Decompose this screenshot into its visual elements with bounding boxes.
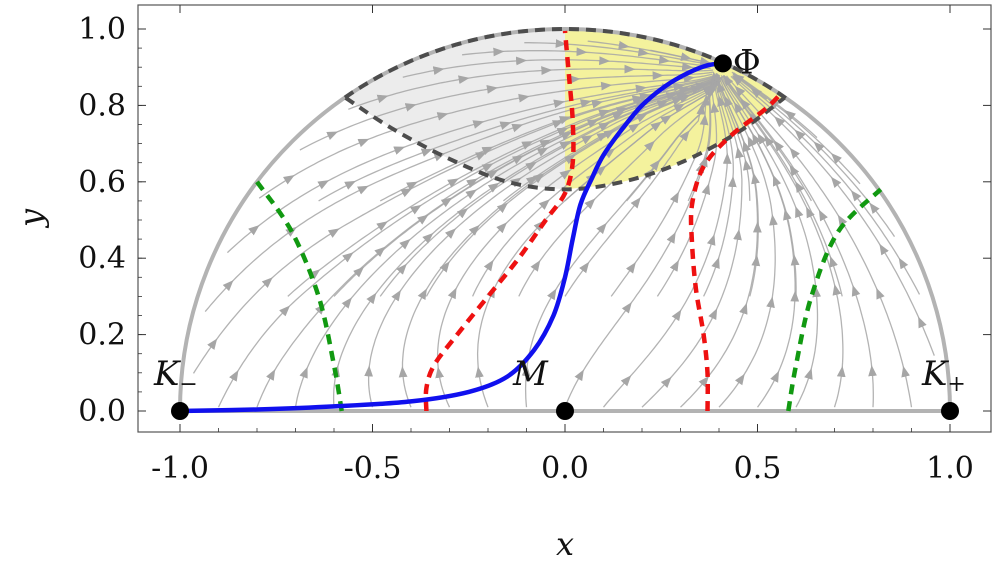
y-tick-label: 0.2 [78,318,126,353]
stream-line [587,40,711,64]
stream-line [720,75,819,408]
critical-point [941,402,959,420]
stream-line [715,72,751,201]
x-tick-label: 1.0 [926,451,974,486]
x-tick-label: -0.5 [344,451,402,486]
critical-point-name: K [921,354,950,394]
dashed-lens-boundary [344,96,786,192]
critical-point-subscript: − [179,372,197,397]
y-tick-label: 0.8 [78,88,126,123]
y-tick-label: 1.0 [78,12,126,47]
stream-line [299,71,714,151]
stream-line [602,74,728,408]
critical-point-name: M [512,354,549,394]
stream-line [730,75,935,356]
stream-line [258,73,713,199]
critical-point-name: Φ [733,42,761,82]
critical-point [556,402,574,420]
stream-line [564,76,721,408]
y-axis-title: y [12,208,50,229]
critical-point-subscript: + [947,372,965,397]
stream-line [318,74,718,202]
green-dashed-curve [255,180,344,412]
stream-line [402,59,711,78]
green-dashed-curve [786,187,883,412]
unit-circle-boundary [178,27,952,412]
stream-line [348,68,714,110]
stream-line [436,75,718,408]
stream-line [333,73,720,297]
stream-line [723,75,874,408]
red-dashed-curve [423,30,576,412]
y-tick-label: 0.0 [78,394,126,429]
stream-line [725,75,913,408]
stream-line [367,75,719,408]
stream-line [723,76,812,202]
stream-line [192,76,719,374]
stream-line [518,77,719,297]
red-dashed-curve [688,92,783,412]
stream-line [722,75,844,408]
x-tick-label: 0.0 [541,451,589,486]
x-tick-label: -1.0 [151,451,209,486]
stream-line [524,42,708,65]
dashed-arc-boundary [343,26,787,100]
critical-point-name: K [153,354,182,394]
x-axis-title: x [556,525,574,563]
critical-point-label: Φ [733,42,761,82]
y-tick-label: 0.6 [78,165,126,200]
stream-line [425,76,719,297]
critical-point [171,402,189,420]
stream-line [226,74,715,254]
critical-point-label: K+ [921,354,966,397]
critical-point-label: M [512,354,549,394]
critical-point [713,54,732,73]
gray-region [345,29,565,190]
stream-line [733,72,818,139]
x-tick-label: 0.5 [734,451,782,486]
heteroclinic-trajectory [179,61,724,414]
y-tick-label: 0.4 [78,241,126,276]
critical-point-label: K− [153,354,198,397]
